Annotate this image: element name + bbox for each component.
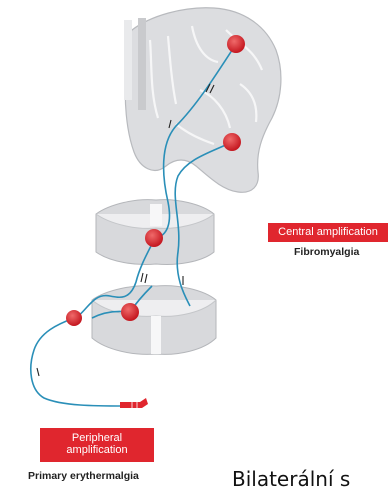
primary-erythermalgia-label: Primary erythermalgia bbox=[28, 470, 139, 482]
hub-peripheral bbox=[66, 310, 82, 326]
peripheral-nerve-ending bbox=[120, 398, 148, 408]
fibromyalgia-label: Fibromyalgia bbox=[294, 246, 359, 258]
hub-dorsal-horn-lower bbox=[121, 303, 139, 321]
peripheral-amplification-tag: Peripheral amplification bbox=[40, 428, 154, 462]
hub-dorsal-horn-upper bbox=[145, 229, 163, 247]
central-amplification-label: Central amplification bbox=[278, 226, 378, 238]
peripheral-label-line1: Peripheral bbox=[44, 432, 150, 444]
brain-section bbox=[124, 8, 281, 193]
hub-thalamus bbox=[223, 133, 241, 151]
bilateral-caption: Bilaterální s bbox=[232, 467, 350, 491]
hub-cortex bbox=[227, 35, 245, 53]
central-amplification-tag: Central amplification bbox=[268, 223, 388, 242]
peripheral-label-line2: amplification bbox=[44, 444, 150, 456]
